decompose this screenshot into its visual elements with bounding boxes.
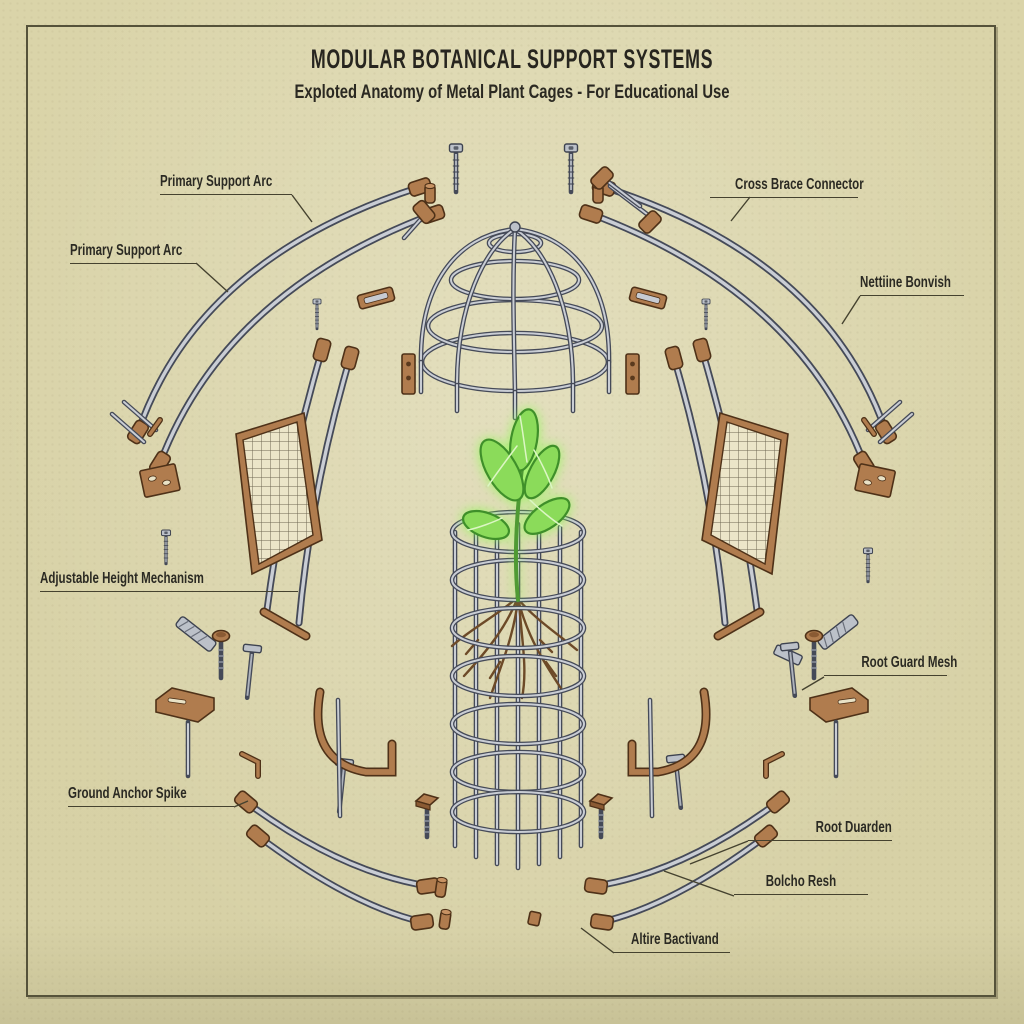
anchor-bracket-left (155, 687, 215, 779)
label-root-duarden: Root Duarden (748, 817, 892, 841)
label-adjustable-height-mechanism: Adjustable Height Mechanism (40, 568, 298, 592)
elbow-connector-left (401, 198, 438, 241)
page-title: MODULAR BOTANICAL SUPPORT SYSTEMS (310, 44, 714, 74)
peg-top-left (424, 182, 436, 204)
header: MODULAR BOTANICAL SUPPORT SYSTEMS Explot… (0, 44, 1024, 104)
label-primary-support-arc-left: Primary Support Arc (70, 240, 196, 264)
chisel-pin-right (816, 613, 860, 651)
label-text: Primary Support Arc (160, 173, 273, 190)
tpin-right-upper (780, 642, 803, 697)
support-arc-lower-left-inner (244, 822, 435, 932)
seedling-plant (461, 408, 571, 602)
mesh-panel-left (235, 411, 323, 576)
corner-bracket-right (588, 164, 664, 236)
support-arc-lower-right-outer (583, 788, 792, 896)
label-text: Cross Brace Connector (735, 176, 864, 193)
corner-rail-left (109, 399, 163, 445)
anchor-bracket-right (809, 687, 869, 779)
label-altire-bactivand: Altire Bactivand (614, 929, 730, 953)
rail-assembly-right (663, 336, 765, 641)
bracket-plate-left (139, 463, 181, 498)
label-text: Adjustable Height Mechanism (40, 570, 204, 587)
label-text: Bolcho Resh (765, 873, 837, 890)
peg-bottom-left-2 (437, 908, 453, 931)
label-cross-brace-connector: Cross Brace Connector (710, 174, 864, 198)
corner-rail-right (861, 399, 915, 445)
label-primary-support-arc-upper: Primary Support Arc (160, 171, 292, 195)
mesh-panel-right (701, 411, 789, 576)
support-arc-lower-right-inner (589, 822, 780, 932)
channel-clip-left (356, 286, 396, 310)
round-bolt-right (806, 631, 823, 679)
leader-lines (195, 194, 861, 954)
peg-bottom-right (527, 910, 542, 927)
fastener-screw-mid-right (700, 297, 712, 331)
ground-rod-left (335, 697, 343, 819)
bracket-plate-right (854, 463, 896, 498)
square-bolt-right (590, 794, 612, 837)
label-root-guard-mesh: Root Guard Mesh (824, 652, 957, 676)
chisel-pin-left (174, 615, 218, 653)
fastener-screw-side-right (861, 546, 875, 584)
label-text: Root Duarden (815, 819, 892, 836)
tpin-left-upper (238, 644, 261, 699)
border-frame (26, 25, 996, 997)
round-bolt-left (213, 631, 230, 679)
fastener-screw-top-right (565, 144, 578, 192)
ground-rod-right (647, 697, 655, 819)
label-nettiine-bonvish: Nettiine Bonvish (860, 272, 964, 296)
support-arc-upper-right-outer (590, 176, 899, 446)
slotted-plate-right (625, 353, 640, 395)
support-arc-upper-left-outer (125, 176, 434, 446)
channel-clip-right (628, 286, 668, 310)
u-bracket-right (627, 687, 711, 777)
slotted-plate-left (401, 353, 416, 395)
label-text: Nettiine Bonvish (860, 274, 951, 291)
fastener-screw-mid-left (311, 297, 323, 331)
dome-cage (418, 221, 612, 421)
root-system (450, 595, 579, 700)
fastener-screw-side-left (159, 528, 173, 566)
support-arc-lower-left-outer (232, 788, 441, 896)
label-bolcho-resh: Bolcho Resh (734, 871, 868, 895)
peg-bottom-left-1 (433, 876, 449, 899)
page-subtitle: Exploted Anatomy of Metal Plant Cages - … (294, 82, 730, 103)
support-arc-upper-left-inner (147, 203, 447, 477)
label-text: Altire Bactivand (631, 931, 719, 948)
square-bolt-left (416, 794, 438, 837)
clip-right (763, 751, 785, 779)
clip-left (239, 751, 261, 779)
label-text: Primary Support Arc (70, 242, 183, 259)
label-text: Root Guard Mesh (861, 654, 958, 671)
u-bracket-left (313, 687, 397, 777)
support-arc-upper-right-inner (577, 203, 877, 477)
label-ground-anchor-spike: Ground Anchor Spike (68, 783, 234, 807)
fastener-screw-top-left (450, 144, 463, 192)
label-text: Ground Anchor Spike (68, 785, 187, 802)
